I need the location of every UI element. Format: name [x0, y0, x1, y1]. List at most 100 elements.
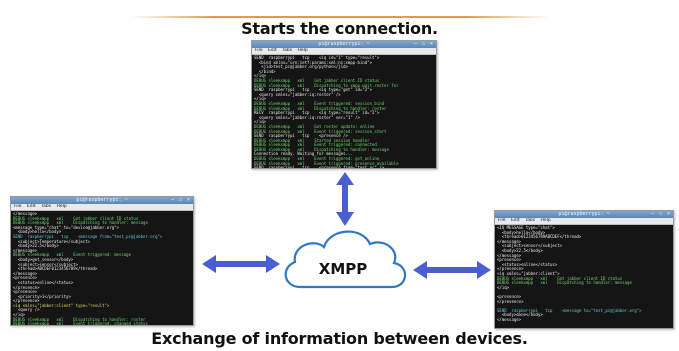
terminal-line: SEND raspberrypi tcp <presence />	[254, 133, 348, 139]
terminal-menubar: File Edit Tabs Help	[495, 218, 673, 225]
terminal-line: SEND raspberrypi tcp <presence from="tes…	[254, 165, 385, 169]
terminal-line: RECV raspberrypi tcp <iq type="result" i…	[254, 110, 380, 116]
xmpp-label: XMPP	[318, 260, 368, 278]
cloud-shape	[284, 230, 407, 289]
terminal-line: </message>	[497, 238, 522, 244]
menu-item-tabs[interactable]: Tabs	[41, 204, 52, 209]
menu-item-help[interactable]: Help	[56, 204, 67, 209]
terminal-line: DEBUG sleekxmpp xml Event triggered: pre…	[254, 160, 399, 166]
terminal-line: DEBUG sleekxmpp xml Got jabber client ID…	[254, 77, 380, 83]
menu-item-file[interactable]: File	[14, 204, 22, 209]
terminal-line: DEBUG sleekxmpp xml Got jabber client ID…	[497, 275, 623, 281]
terminal-line: SEND raspberrypi tcp <iq id="1" type="re…	[254, 55, 380, 60]
terminal-line: <body>get_sensor</body>	[13, 256, 74, 262]
terminal-line: </iq>	[254, 119, 267, 125]
terminal-line: <subject>Temperature</subject>	[13, 238, 91, 244]
terminal-line: <body>22.5</body>	[497, 247, 543, 253]
terminal-window-top: pi@raspberrypi: ~ – ▫ × File Edit Tabs H…	[251, 40, 437, 169]
menu-item-help[interactable]: Help	[540, 218, 551, 223]
terminal-line: </iq>	[254, 73, 267, 79]
terminal-line: SEND raspberrypi tcp <message to="test_p…	[497, 307, 642, 313]
terminal-line: </iq>	[254, 96, 267, 102]
left-double-arrow	[202, 255, 280, 273]
terminal-line: SEND raspberrypi tcp <iq type="get" id="…	[254, 87, 373, 93]
terminal-line: <status>online</status>	[13, 279, 74, 285]
terminal-line: </bind>	[254, 68, 276, 74]
terminal-menubar: File Edit Tabs Help	[252, 48, 436, 55]
terminal-line: <body>hello</body>	[13, 229, 62, 235]
menu-item-tabs[interactable]: Tabs	[525, 218, 536, 223]
terminal-line: DEBUG sleekxmpp xml Dispatching to xmpp.…	[254, 82, 399, 88]
terminal-line: SEND raspberrypi tcp <message from="test…	[13, 233, 163, 239]
terminal-line: <presence>	[13, 289, 38, 295]
terminal-window-right: pi@raspberrypi: ~ – ▫ × File Edit Tabs H…	[494, 210, 674, 329]
vertical-double-arrow	[336, 172, 354, 226]
top-caption: Starts the connection.	[241, 19, 438, 38]
terminal-output: </message>DEBUG sleekxmpp xml Got jabber…	[11, 211, 193, 326]
terminal-line: <bind xmlns="urn:ietf:params:xml:ns:xmpp…	[254, 59, 373, 65]
terminal-line: <subject>sensor</subject>	[13, 261, 79, 267]
terminal-line: <body>done</body>	[497, 312, 543, 318]
terminal-line: DEBUG sleekxmpp xml Started session hand…	[254, 137, 370, 143]
terminal-line: <message type="chat" to="device@jabber.o…	[13, 224, 119, 230]
terminal-titlebar: pi@raspberrypi: ~ – ▫ ×	[252, 41, 436, 48]
terminal-line: DEBUG sleekxmpp xml Dispatching to handl…	[13, 220, 148, 226]
menu-item-edit[interactable]: Edit	[267, 48, 277, 53]
terminal-line: <query />	[13, 307, 40, 313]
terminal-titlebar: pi@raspberrypi: ~ – ▫ ×	[11, 197, 193, 204]
terminal-window-left: pi@raspberrypi: ~ – ▫ × File Edit Tabs H…	[10, 196, 194, 326]
header-rule	[130, 16, 550, 18]
terminal-line: DEBUG sleekxmpp xml Event triggered: con…	[254, 142, 377, 148]
menu-item-help[interactable]: Help	[297, 48, 308, 53]
terminal-menubar: File Edit Tabs Help	[11, 204, 193, 211]
window-controls-icon[interactable]: – ▫ ×	[650, 211, 671, 217]
terminal-line: </message>	[497, 252, 522, 258]
terminal-line: </message>	[13, 270, 38, 276]
terminal-line: <thread>0123456789ABCDEF</thread>	[497, 234, 582, 240]
terminal-line: </presence>	[13, 298, 40, 304]
terminal-line: <body>22.5</body>	[13, 243, 59, 249]
terminal-line: </iq>	[497, 284, 510, 290]
terminal-line: </iq>	[13, 312, 26, 318]
terminal-line: DEBUG sleekxmpp xml Event triggered: ses…	[254, 100, 385, 106]
terminal-line: <presence>	[13, 275, 38, 281]
bottom-caption: Exchange of information between devices.	[151, 329, 528, 348]
terminal-line: <presence>	[497, 293, 522, 299]
menu-item-edit[interactable]: Edit	[26, 204, 36, 209]
terminal-line: DEBUG sleekxmpp xml Event triggered: got…	[254, 156, 380, 162]
terminal-output: SEND raspberrypi tcp <iq id="1" type="re…	[252, 55, 436, 169]
terminal-output: <IQ MESSAGE type="chat"> <body>hello</bo…	[495, 225, 673, 323]
terminal-title: pi@raspberrypi: ~	[318, 41, 370, 47]
terminal-line: DEBUG sleekxmpp xml Dispatching to handl…	[497, 280, 632, 286]
terminal-line: DEBUG sleekxmpp xml Event triggered: ses…	[254, 128, 387, 134]
menu-item-tabs[interactable]: Tabs	[282, 48, 293, 53]
terminal-line: DEBUG sleekxmpp xml Dispatching to handl…	[254, 105, 387, 111]
terminal-line: </presence>	[497, 298, 524, 304]
terminal-line: </presence>	[13, 284, 40, 290]
terminal-line: <jid>test_pc@jabber.org/python</jid>	[254, 64, 348, 70]
terminal-line: </message>	[13, 211, 38, 216]
menu-item-edit[interactable]: Edit	[510, 218, 520, 223]
terminal-line: DEBUG sleekxmpp xml Dispatching to handl…	[13, 316, 146, 322]
menu-item-file[interactable]: File	[498, 218, 506, 223]
terminal-line: DEBUG sleekxmpp xml Got roster update: o…	[254, 123, 375, 129]
terminal-line: DEBUG sleekxmpp xml Event triggered: cha…	[13, 321, 148, 326]
right-double-arrow	[413, 261, 491, 279]
terminal-line: <iq xmlns="jabber:client" type="result">	[13, 302, 110, 308]
terminal-title: pi@raspberrypi: ~	[76, 197, 128, 203]
terminal-line: <status>online</status>	[497, 261, 558, 267]
terminal-line: <iq xmlns="jabber:client">	[497, 270, 560, 276]
terminal-line: <presence>	[497, 257, 522, 263]
menu-item-file[interactable]: File	[255, 48, 263, 53]
terminal-line: DEBUG sleekxmpp xml Event triggered: mes…	[13, 252, 132, 258]
terminal-line: <query xmlns="jabber:iq:roster" ver="1" …	[254, 114, 360, 120]
terminal-line: </message>	[13, 247, 38, 253]
terminal-line: <body>hello</body>	[497, 229, 546, 235]
terminal-line: DEBUG sleekxmpp xml Dispatching to handl…	[254, 146, 389, 152]
window-controls-icon[interactable]: – ▫ ×	[170, 197, 191, 203]
terminal-line: <IQ MESSAGE type="chat">	[497, 225, 555, 230]
terminal-titlebar: pi@raspberrypi: ~ – ▫ ×	[495, 211, 673, 218]
terminal-line: <thread>ABCDEF0123456789</thread>	[13, 266, 98, 272]
window-controls-icon[interactable]: – ▫ ×	[413, 41, 434, 47]
